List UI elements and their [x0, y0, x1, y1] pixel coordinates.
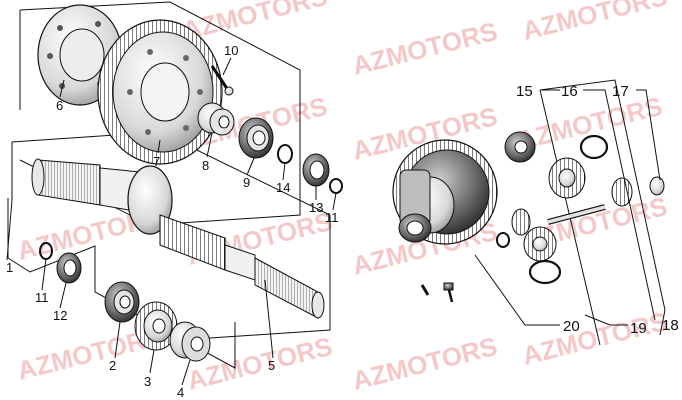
leader-3: [149, 349, 155, 374]
pinion-gear-part: [611, 177, 633, 207]
leader-17: [636, 89, 661, 181]
leader-8: [206, 132, 213, 158]
leader-16: [583, 89, 656, 321]
part-callouts: 1 2 3 4 5 6 7 8 9 10 11 11 12 13 14 15 1…: [6, 43, 679, 400]
seal-part-13: [302, 153, 330, 187]
leader-11a: [332, 192, 337, 211]
callout-15: 15: [516, 83, 533, 100]
callout-19: 19: [630, 320, 647, 337]
leader-10: [222, 57, 232, 76]
dog-clutch-part-4: [169, 321, 211, 362]
leader-4: [181, 359, 191, 386]
leader-12: [59, 282, 67, 309]
leader-lines: [6, 57, 661, 386]
o-ring-part-15: [579, 134, 609, 160]
washer-part-17: [649, 176, 665, 196]
pinion-shaft-part-19: [547, 204, 606, 225]
leader-2: [114, 321, 121, 359]
watermark-text: AZMOTORS: [519, 0, 670, 46]
callout-6: 6: [56, 98, 63, 113]
callout-16: 16: [561, 83, 578, 100]
watermark-text: AZMOTORS: [519, 306, 670, 371]
small-washers: [496, 232, 562, 285]
watermark-text: AZMOTORS: [514, 91, 665, 156]
watermark-text: AZMOTORS: [349, 16, 500, 81]
gear-part-3: [134, 301, 178, 351]
lower-group-frame: [7, 198, 236, 369]
bearing-part-2: [104, 281, 140, 323]
diff-group-frame: [539, 79, 666, 336]
seal-part-12: [56, 252, 82, 284]
leader-7: [157, 139, 161, 154]
leader-20: [474, 254, 560, 326]
callout-8: 8: [202, 158, 209, 173]
side-gear-lower-part: [511, 208, 557, 262]
callout-11a: 11: [325, 210, 339, 225]
bolt-part-10: [210, 65, 234, 96]
callout-20: 20: [563, 318, 580, 335]
callout-5: 5: [268, 358, 275, 373]
leader-19: [584, 314, 628, 326]
main-shaft-part-5: [31, 158, 325, 319]
callout-1: 1: [6, 260, 13, 275]
callout-17: 17: [612, 83, 629, 100]
leader-5: [264, 279, 274, 359]
ring-gear-part-7: [97, 19, 223, 165]
collar-part-8: [197, 102, 235, 136]
callout-11b: 11: [35, 290, 49, 305]
leader-9: [246, 157, 255, 176]
callout-14: 14: [276, 180, 290, 195]
callout-4: 4: [177, 385, 184, 400]
callout-9: 9: [243, 175, 250, 190]
side-gear-part-16: [548, 157, 586, 199]
leader-1: [6, 199, 13, 261]
leader-14: [282, 162, 286, 181]
callout-3: 3: [144, 374, 151, 389]
callout-10: 10: [224, 43, 238, 58]
callout-12: 12: [53, 308, 67, 323]
upper-group-frame: [19, 1, 301, 226]
callout-13: 13: [309, 200, 323, 215]
callout-2: 2: [109, 358, 116, 373]
watermark-text: AZMOTORS: [349, 331, 500, 396]
leader-6: [59, 79, 65, 98]
side-gear-housing-part: [504, 131, 536, 163]
differential-assembly-part-20: [392, 139, 498, 245]
leader-11b: [41, 258, 47, 291]
circlip-part-11: [329, 178, 343, 194]
pin-and-bolt: [420, 282, 454, 303]
bearing-part-9: [238, 117, 274, 159]
callout-18: 18: [662, 317, 679, 334]
washer-part-14: [277, 144, 293, 164]
callout-7: 7: [153, 154, 160, 169]
